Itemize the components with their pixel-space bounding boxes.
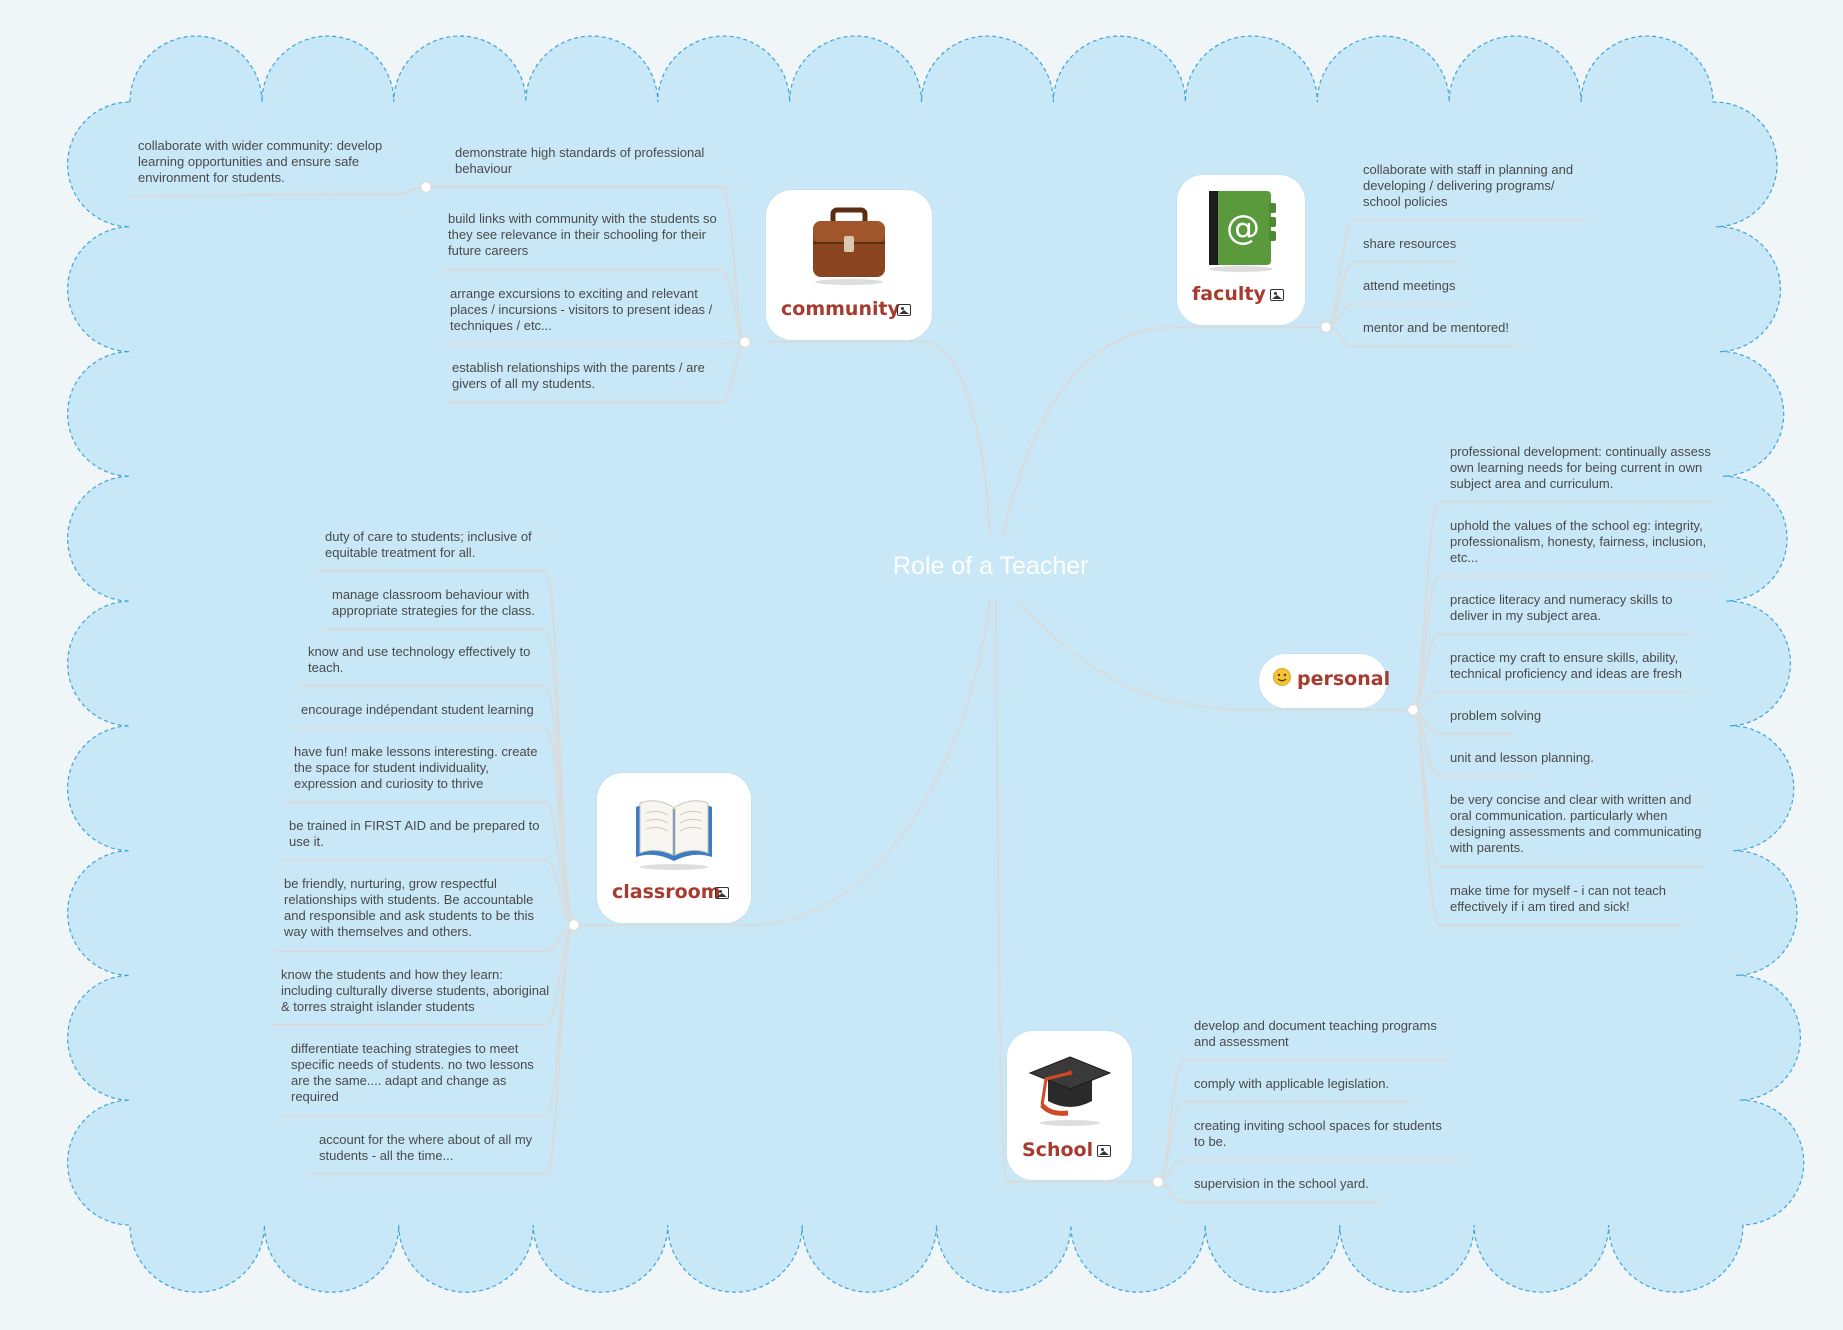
classroom-item[interactable]: have fun! make lessons interesting. crea…	[294, 744, 538, 791]
image-attachment-icon[interactable]	[715, 887, 729, 899]
branch-line-community	[766, 340, 991, 536]
classroom-item-line	[292, 727, 575, 926]
image-attachment-icon[interactable]	[897, 304, 911, 316]
community-item[interactable]: build links with community with the stud…	[448, 211, 717, 258]
community-topic-label: community	[781, 298, 900, 320]
cloud-boundary	[67, 35, 1805, 1293]
school-item[interactable]: develop and document teaching programs a…	[1194, 1018, 1437, 1049]
branch-line-faculty	[1002, 326, 1326, 536]
faculty-item[interactable]: mentor and be mentored!	[1363, 320, 1509, 335]
branch-line-school	[995, 599, 1158, 1183]
school-topic-card[interactable]: School	[1007, 1031, 1132, 1180]
personal-topic-card[interactable]: personal	[1259, 654, 1391, 708]
address-book-icon: @	[1209, 191, 1276, 272]
classroom-item-line	[285, 801, 575, 926]
personal-item[interactable]: be very concise and clear with written a…	[1450, 792, 1702, 855]
personal-item[interactable]: professional development: continually as…	[1450, 444, 1711, 491]
classroom-item[interactable]: encourage indépendant student learning	[301, 702, 534, 717]
personal-item-line	[1412, 501, 1712, 711]
personal-item[interactable]: practice literacy and numeracy skills to…	[1450, 592, 1673, 623]
branch-line-classroom	[574, 599, 991, 926]
personal-item[interactable]: practice my craft to ensure skills, abil…	[1450, 650, 1682, 681]
open-book-icon	[636, 800, 712, 870]
branch-line-personal	[1017, 599, 1413, 711]
image-attachment-icon[interactable]	[1270, 289, 1284, 301]
junction-dot[interactable]	[1319, 320, 1333, 334]
community-sub-item[interactable]: collaborate with wider community: develo…	[138, 138, 383, 185]
personal-item-line	[1412, 709, 1680, 926]
classroom-item-line	[272, 924, 575, 1026]
faculty-item[interactable]: share resources	[1363, 236, 1457, 251]
faculty-item[interactable]: collaborate with staff in planning and d…	[1363, 162, 1574, 209]
graduation-cap-icon	[1028, 1056, 1112, 1126]
classroom-item[interactable]: duty of care to students; inclusive of e…	[325, 529, 532, 560]
classroom-item[interactable]: know and use technology effectively to t…	[308, 644, 531, 675]
faculty-item-line	[1325, 219, 1585, 328]
classroom-item[interactable]: be trained in FIRST AID and be prepared …	[289, 818, 540, 849]
junction-dot[interactable]	[1406, 703, 1420, 717]
central-topic[interactable]: Role of a Teacher	[893, 552, 1089, 580]
svg-text:@: @	[1226, 208, 1260, 248]
junction-dot[interactable]	[419, 180, 433, 194]
classroom-item[interactable]: account for the where about of all my st…	[319, 1132, 533, 1163]
school-topic-label: School	[1022, 1139, 1094, 1161]
classroom-item[interactable]: manage classroom behaviour with appropri…	[332, 587, 536, 618]
school-item[interactable]: creating inviting school spaces for stud…	[1194, 1118, 1442, 1149]
community-item[interactable]: arrange excursions to exciting and relev…	[450, 286, 713, 333]
faculty-topic-label: faculty	[1192, 283, 1266, 305]
classroom-topic-card[interactable]: classroom	[597, 773, 751, 923]
school-item[interactable]: comply with applicable legislation.	[1194, 1076, 1390, 1091]
classroom-item[interactable]: know the students and how they learn: in…	[281, 967, 550, 1014]
image-attachment-icon[interactable]	[1097, 1145, 1111, 1157]
classroom-item-line	[310, 924, 575, 1175]
classroom-item[interactable]: differentiate teaching strategies to mee…	[291, 1041, 534, 1104]
community-topic-card[interactable]: community	[766, 190, 932, 340]
classroom-topic-label: classroom	[612, 881, 721, 903]
community-item[interactable]: establish relationships with the parents…	[452, 360, 705, 391]
faculty-item[interactable]: attend meetings	[1363, 278, 1456, 293]
junction-dot[interactable]	[567, 918, 581, 932]
personal-item[interactable]: make time for myself - i can not teach e…	[1450, 883, 1667, 914]
personal-item-line	[1412, 575, 1712, 711]
personal-item[interactable]: unit and lesson planning.	[1450, 750, 1594, 765]
smiley-icon	[1273, 668, 1291, 686]
community-item-line	[450, 186, 746, 343]
junction-dot[interactable]	[738, 335, 752, 349]
personal-item[interactable]: uphold the values of the school eg: inte…	[1450, 518, 1707, 565]
junction-dots	[419, 180, 1420, 1189]
classroom-item[interactable]: be friendly, nurturing, grow respectful …	[284, 876, 535, 939]
personal-topic-label: personal	[1297, 668, 1391, 690]
junction-dot[interactable]	[1151, 1175, 1165, 1189]
school-item[interactable]: supervision in the school yard.	[1194, 1176, 1369, 1191]
community-item[interactable]: demonstrate high standards of profession…	[455, 145, 705, 176]
briefcase-icon	[813, 207, 885, 285]
faculty-topic-card[interactable]: @ faculty	[1177, 175, 1305, 325]
personal-item[interactable]: problem solving	[1450, 708, 1542, 723]
